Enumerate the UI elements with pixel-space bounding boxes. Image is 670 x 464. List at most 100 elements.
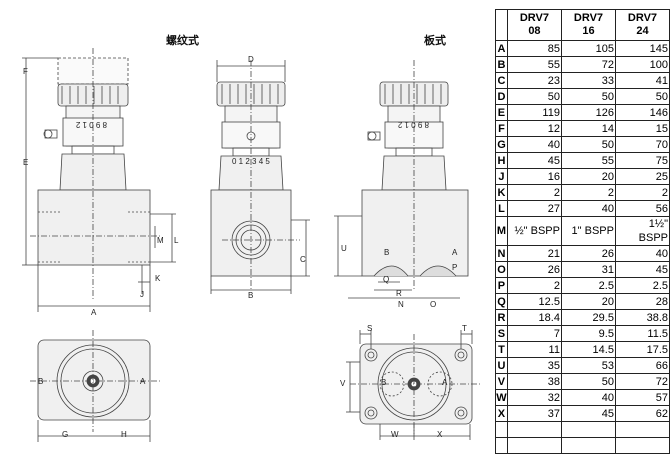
dim-label-C: C [300,255,306,264]
dimension-letter: L [495,200,508,217]
dimension-value: 119 [506,104,562,121]
dimension-value: 50 [560,373,616,390]
dimension-letter: G [495,136,508,153]
dim-label-U: U [341,244,347,253]
dimension-value: 146 [614,104,670,121]
dimension-value: 18.4 [506,309,562,326]
dimension-value: 72 [614,373,670,390]
dim-label-F: F [23,67,28,76]
dimension-letter: N [495,245,508,262]
dimension-value: 72 [560,56,616,73]
dimension-value: 37 [506,405,562,422]
dimension-value: 21 [506,245,562,262]
table-corner-cell [495,9,508,41]
dimension-value: 55 [560,152,616,169]
dimension-value: 2 [506,277,562,294]
dimension-letter: A [495,40,508,57]
dimension-letter: O [495,261,508,278]
dimension-value: 2 [506,184,562,201]
dimension-value: 45 [614,261,670,278]
dimension-letter: D [495,88,508,105]
front-view [210,60,310,294]
column-header-line2: 16 [582,25,595,37]
dimension-value: 70 [614,136,670,153]
empty-cell [560,421,616,438]
dimension-value: ½" BSPP [506,216,562,246]
dimension-value: 9.5 [560,325,616,342]
dimension-letter: R [495,309,508,326]
port-label-A: A [140,377,146,386]
dimension-value: 29.5 [560,309,616,326]
dim-label-W: W [391,430,399,439]
dimension-value: 12 [506,120,562,137]
dim-label-Q: Q [383,275,389,284]
dimension-value: 40 [560,200,616,217]
empty-cell [614,421,670,438]
threaded-bottom-view [30,330,160,442]
dim-label-V: V [340,379,346,388]
port-label-A-plate: A [452,248,458,257]
dim-label-G: G [62,430,68,439]
dimension-value: 1½" BSPP [614,216,670,246]
dimension-value: 40 [506,136,562,153]
dimension-value: 2.5 [614,277,670,294]
dimension-value: 40 [560,389,616,406]
column-header-line1: DRV7 [519,12,550,24]
dimension-value: 14.5 [560,341,616,358]
column-header-line1: DRV7 [573,12,604,24]
dimension-value: 23 [506,72,562,89]
dimension-value: 16 [506,168,562,185]
dim-label-N: N [398,300,404,309]
empty-cell [614,437,670,454]
dimension-value: 85 [506,40,562,57]
dim-label-D: D [248,55,254,64]
plate-bottom-view [346,330,482,440]
dimension-value: 38 [506,373,562,390]
dimension-value: 55 [506,56,562,73]
dimension-value: 31 [560,261,616,278]
dimension-value: 11 [506,341,562,358]
dim-label-O: O [430,300,436,309]
dimension-letter: U [495,357,508,374]
empty-cell [506,421,562,438]
dimension-letter: P [495,277,508,294]
dim-label-T: T [462,324,467,333]
dimension-value: 33 [560,72,616,89]
dimension-value: 7 [506,325,562,342]
dimension-value: 75 [614,152,670,169]
knob-scale-front: 0 1 2 3 4 5 [232,157,270,166]
dim-label-H: H [121,430,127,439]
dim-label-J: J [140,290,144,299]
dimension-value: 11.5 [614,325,670,342]
dim-label-X: X [437,430,443,439]
threaded-side-view [22,48,176,312]
dimension-value: 66 [614,357,670,374]
dimension-value: 62 [614,405,670,422]
port-label-A-top: A [442,378,448,387]
dimension-value: 32 [506,389,562,406]
port-label-B-plate: B [384,248,389,257]
dimension-value: 17.5 [614,341,670,358]
column-header-line1: DRV7 [627,12,658,24]
dimension-value: 41 [614,72,670,89]
dimension-letter: T [495,341,508,358]
dimension-value: 56 [614,200,670,217]
empty-cell [495,421,508,438]
dimension-value: 2 [614,184,670,201]
title-plate: 板式 [424,33,446,47]
dimension-letter: H [495,152,508,169]
